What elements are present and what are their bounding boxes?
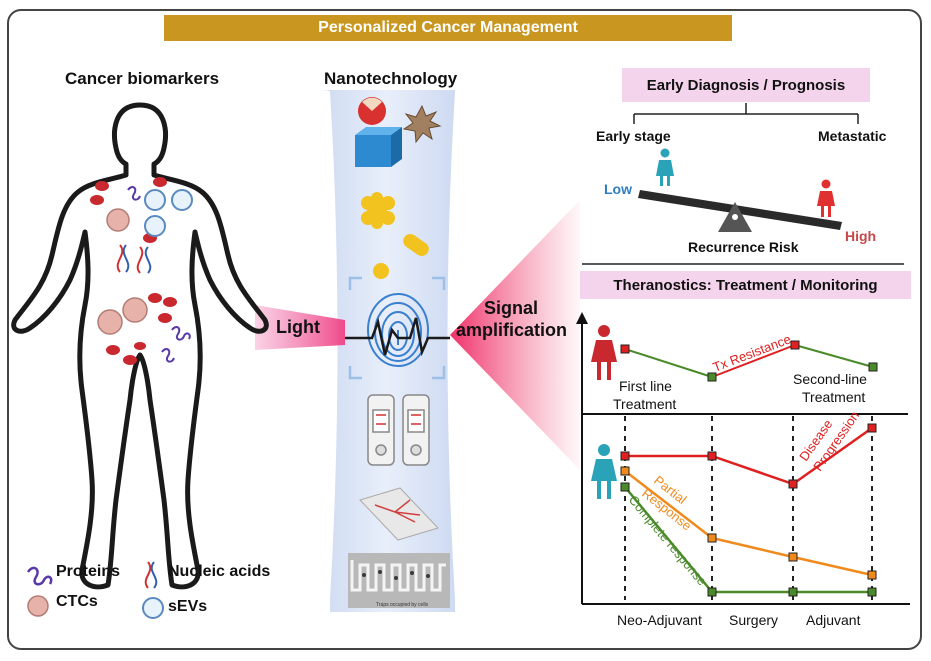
diagnosis-box: Early Diagnosis / Prognosis	[622, 68, 870, 102]
legend-ctc-icon	[27, 595, 49, 617]
gold-nanoflower-icon	[361, 192, 395, 229]
lateral-flow-strip-icon	[367, 394, 430, 466]
biomarker-proteins	[127, 186, 191, 363]
upper-line-red-segment	[624, 348, 713, 378]
orange-partial-line	[624, 470, 873, 577]
patient-red-icon	[591, 325, 617, 380]
chip-caption: Traps occupied by cells	[376, 602, 429, 608]
biomarker-dna-strands	[116, 244, 152, 274]
signal-waveform	[345, 317, 450, 357]
human-body-outline	[11, 102, 269, 590]
second-line-label-2: Treatment	[802, 389, 866, 405]
upper-point	[868, 362, 878, 372]
high-label: High	[845, 228, 877, 244]
nanorod-icon	[403, 233, 429, 257]
phase-label-neo-adjuvant: Neo-Adjuvant	[617, 612, 702, 628]
nanostar-icon	[402, 104, 442, 144]
legend-dna-icon	[144, 561, 158, 589]
legend-sev-icon	[142, 597, 164, 619]
upper-point	[790, 340, 800, 350]
light-label: Light	[276, 317, 320, 337]
legend-proteins-label: Proteins	[56, 563, 121, 580]
light-beam	[255, 305, 345, 350]
detection-frame	[348, 276, 446, 380]
green-complete-line	[624, 486, 872, 594]
title-banner: Personalized Cancer Management	[164, 15, 732, 41]
first-line-label: First line	[619, 378, 672, 394]
metastatic-label: Metastatic	[818, 128, 887, 144]
theranostics-box: Theranostics: Treatment / Monitoring	[580, 271, 911, 299]
upper-line-tx	[711, 344, 796, 378]
signal-label-line1: Signal	[484, 298, 539, 318]
chart-axes	[581, 322, 910, 605]
red-series-points	[620, 423, 877, 489]
early-stage-label: Early stage	[596, 128, 671, 144]
signal-cone	[450, 200, 580, 470]
legend-nucleic-acids-label: Nucleic acids	[168, 563, 271, 580]
upper-point	[707, 372, 717, 382]
phase-dividers	[624, 416, 873, 600]
nanotechnology-heading: Nanotechnology	[324, 69, 458, 88]
nanosphere-gold-icon	[373, 263, 389, 279]
biomarker-ctc-cells	[97, 208, 148, 335]
upper-point	[620, 344, 630, 354]
recurrence-risk-label: Recurrence Risk	[688, 239, 799, 255]
legend-ctcs-label: CTCs	[56, 593, 98, 610]
cell-trap-image	[348, 553, 450, 608]
second-line-label: Second-line	[793, 371, 867, 387]
tx-resistance-label: Tx Resistance	[711, 331, 793, 375]
nanoparticle-sphere-icon	[358, 97, 386, 125]
signal-label-line2: amplification	[456, 320, 568, 340]
nanocube-icon	[355, 127, 402, 167]
person-red-icon	[817, 179, 835, 217]
phase-label-surgery: Surgery	[729, 612, 779, 628]
first-line-label-2: Treatment	[613, 396, 677, 412]
person-blue-icon	[656, 148, 674, 186]
legend-protein-icon	[26, 566, 53, 586]
red-progression-line	[625, 426, 873, 486]
seesaw-beam	[638, 190, 842, 230]
low-label: Low	[604, 181, 632, 197]
chart-y-arrow	[576, 312, 588, 324]
patient-teal-icon	[591, 444, 617, 499]
cancer-biomarkers-heading: Cancer biomarkers	[65, 69, 220, 88]
biomarker-sev-vesicles	[144, 189, 193, 237]
legend-sevs-label: sEVs	[168, 598, 208, 615]
microfluidic-chip-icon	[359, 487, 439, 541]
phase-label-adjuvant: Adjuvant	[806, 612, 861, 628]
upper-line-green	[794, 344, 874, 368]
biomarker-red-cells	[90, 177, 177, 365]
green-series-points	[620, 482, 877, 597]
orange-series-points	[620, 466, 877, 580]
